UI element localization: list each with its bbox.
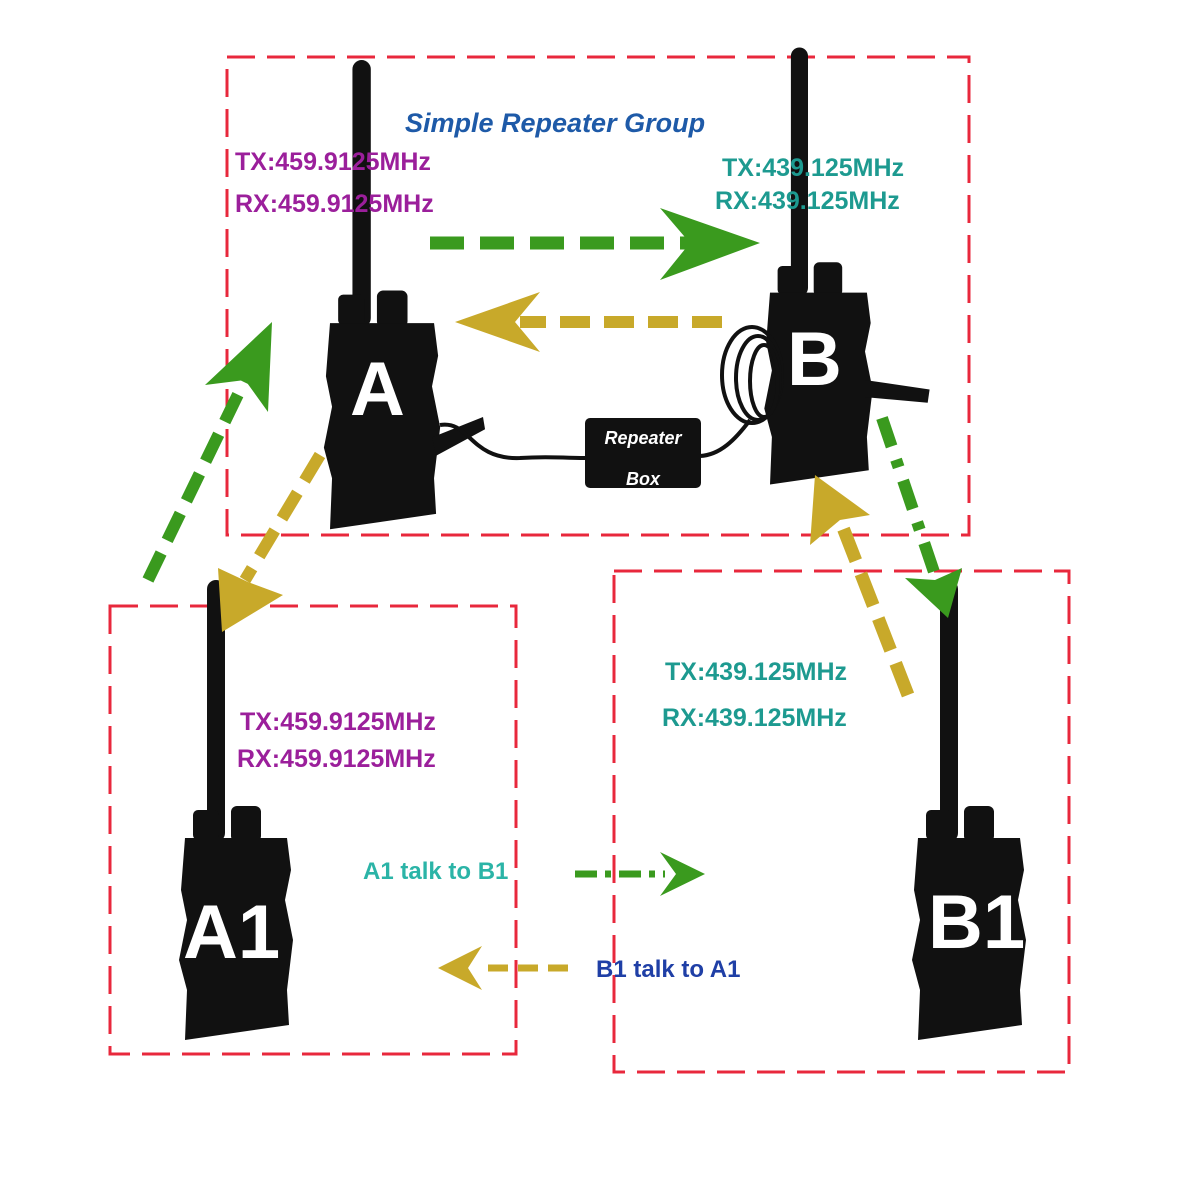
b1-talk-to-a1-label: B1 talk to A1: [596, 956, 741, 983]
arrows: [142, 208, 962, 990]
radio-b1-icon: [912, 580, 1026, 1040]
repeater-box-line2: Box: [625, 469, 660, 489]
radio-a-icon: [323, 60, 486, 530]
repeater-box-icon: [585, 418, 701, 488]
radio-a1-label: A1: [183, 890, 281, 975]
radio-a-rx: RX:459.9125MHz: [235, 190, 434, 218]
frame-b1: [612, 569, 1071, 1074]
frame-repeater-group: [225, 55, 971, 537]
radio-a1-tx: TX:459.9125MHz: [240, 708, 436, 736]
frame-a1: [108, 604, 518, 1056]
arrow-a1-to-a: [142, 377, 251, 583]
radio-b1-rx: RX:439.125MHz: [662, 704, 847, 732]
arrow-b-to-b1-head: [905, 568, 962, 618]
a1-talk-to-b1-label: A1 talk to B1: [363, 858, 509, 885]
arrow-a-to-b-head: [660, 208, 760, 280]
arrow-b-to-b1: [876, 416, 941, 577]
arrow-b-to-a-head: [455, 292, 540, 352]
arrow-b1-to-b: [833, 517, 915, 698]
repeater-box-line1: Repeater: [604, 428, 682, 448]
repeater-cables: [439, 418, 752, 461]
arrow-b1-talk-a1-head: [438, 946, 482, 990]
diagram-title: Simple Repeater Group: [405, 108, 706, 138]
radio-b1-tx: TX:439.125MHz: [665, 658, 848, 686]
earpiece-coil: [720, 325, 784, 425]
arrow-a-to-a1-head: [218, 568, 283, 632]
group-frames: [108, 55, 1071, 1074]
radio-a1-rx: RX:459.9125MHz: [237, 745, 436, 773]
arrow-b1-to-b-head: [810, 475, 870, 545]
radio-b-icon: [764, 47, 930, 485]
radio-a-label: A: [350, 347, 405, 432]
arrow-a-to-a1: [239, 451, 326, 584]
radio-b-rx: RX:439.125MHz: [715, 187, 900, 215]
arrow-a1-talk-b1-head: [660, 852, 705, 896]
arrow-a1-to-a-head: [205, 322, 272, 412]
radio-b1-label: B1: [928, 880, 1026, 965]
radio-a-tx: TX:459.9125MHz: [235, 148, 431, 176]
radio-b-tx: TX:439.125MHz: [722, 154, 905, 182]
radio-b-label: B: [787, 317, 842, 402]
